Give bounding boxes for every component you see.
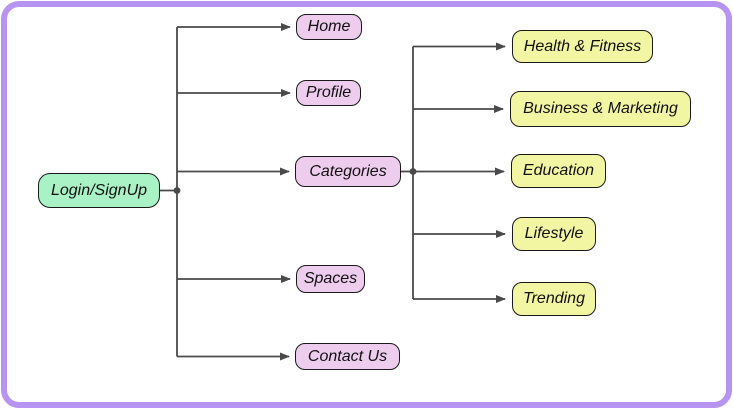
node-trending[interactable]: Trending (512, 282, 596, 316)
node-home-label: Home (307, 18, 351, 35)
node-spaces[interactable]: Spaces (296, 265, 365, 293)
node-education[interactable]: Education (511, 154, 606, 188)
node-health-fitness[interactable]: Health & Fitness (512, 30, 653, 63)
node-lifestyle-label: Lifestyle (524, 225, 584, 242)
node-profile-label: Profile (305, 84, 352, 101)
node-home[interactable]: Home (296, 14, 362, 40)
node-login-signup[interactable]: Login/SignUp (38, 173, 160, 208)
node-lifestyle[interactable]: Lifestyle (512, 217, 596, 251)
node-business-marketing[interactable]: Business & Marketing (510, 91, 691, 127)
node-login-signup-label: Login/SignUp (50, 181, 148, 199)
node-education-label: Education (522, 162, 595, 179)
node-business-marketing-label: Business & Marketing (523, 100, 678, 117)
node-contact-us-label: Contact Us (307, 347, 388, 365)
node-health-fitness-label: Health & Fitness (523, 37, 642, 55)
node-spaces-label: Spaces (303, 270, 358, 287)
node-categories[interactable]: Categories (295, 156, 401, 187)
node-contact-us[interactable]: Contact Us (295, 343, 400, 370)
node-categories-label: Categories (309, 162, 387, 180)
node-trending-label: Trending (523, 290, 585, 307)
node-profile[interactable]: Profile (296, 80, 361, 106)
